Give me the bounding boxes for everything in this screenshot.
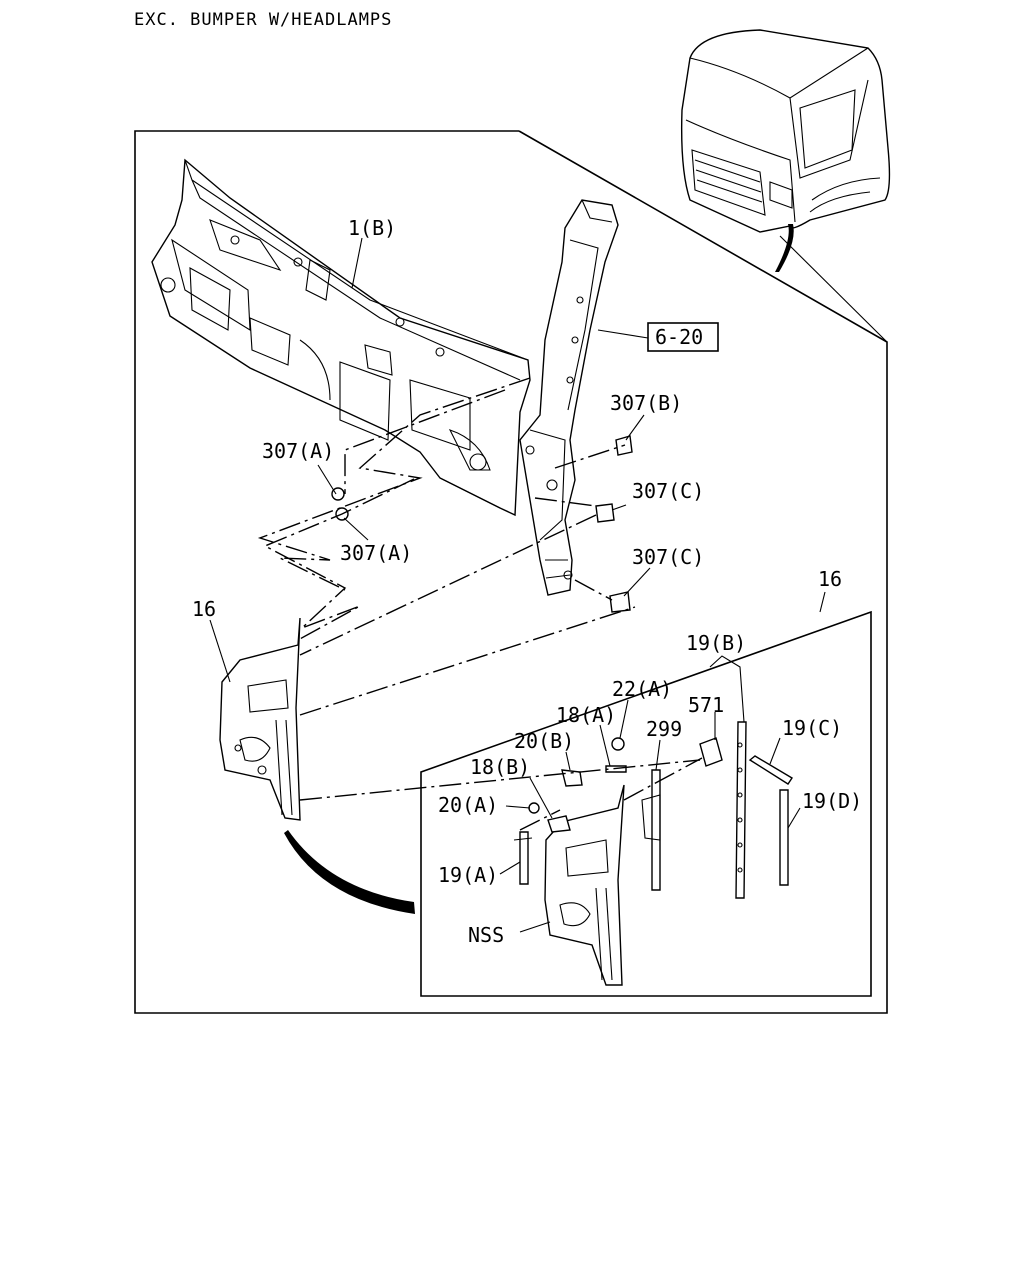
leader-lines [209,237,826,933]
inset-frame [420,610,872,997]
truck-cab-illustration [680,29,891,272]
callout-19c: 19(C) [782,716,842,740]
callout-22a: 22(A) [612,677,672,701]
callout-16-left: 16 [192,597,216,621]
cowl-panel [151,158,531,517]
callout-19d: 19(D) [802,789,862,813]
callout-18b: 18(B) [470,755,530,779]
callout-307c-bottom: 307(C) [632,545,704,569]
callout-20b: 20(B) [514,729,574,753]
ref-box-6-20: 6-20 [655,325,703,349]
inset-indicator-arrow [284,830,415,914]
callout-20a: 20(A) [438,793,498,817]
pillar-panel [519,199,619,596]
inset-parts [513,721,793,899]
callout-307b: 307(B) [610,391,682,415]
header-caption: EXC. BUMPER W/HEADLAMPS [134,10,392,30]
callout-16-inset: 16 [818,567,842,591]
callout-307a-top: 307(A) [262,439,334,463]
callout-nss: NSS [468,923,504,947]
main-frame [134,130,888,1014]
callout-307a-bottom: 307(A) [340,541,412,565]
callout-571: 571 [688,693,724,717]
left-trim-panel [219,617,301,821]
frame-leader [779,235,888,343]
callout-307c-top: 307(C) [632,479,704,503]
callout-18a: 18(A) [556,703,616,727]
callout-299: 299 [646,717,682,741]
assembly-lines [257,377,703,831]
ref-box-frame [647,322,719,352]
callout-1b: 1(B) [348,216,396,240]
callout-19b: 19(B) [686,631,746,655]
inset-trim-panel [544,784,625,986]
callout-19a: 19(A) [438,863,498,887]
